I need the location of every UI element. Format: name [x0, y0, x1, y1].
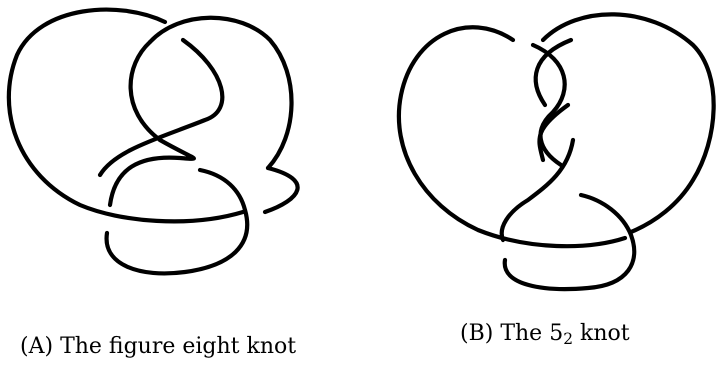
knot-a-strand-top-arc — [147, 15, 294, 171]
knot-a-strand-loop-left — [107, 137, 196, 208]
knot-b-strand-left-lobe — [396, 25, 628, 249]
caption-a-text: The figure eight knot — [60, 334, 297, 359]
caption-a-label: (A) — [20, 334, 54, 359]
knot-a-strand-right-lower — [262, 165, 300, 215]
caption-figure-eight-knot: (A) The figure eight knot — [20, 336, 296, 358]
five-two-knot-diagram — [396, 12, 716, 292]
caption-b-prefix: The — [500, 321, 543, 346]
caption-b-knot-name: 52 — [549, 321, 574, 348]
knot-b-strand-twist-3 — [537, 102, 571, 163]
knot-a-strand-left-lobe — [6, 7, 246, 224]
knot-a-strand-twist-upper — [128, 39, 163, 143]
knot-a-strand-twist-middle — [97, 37, 225, 178]
caption-b-suffix: knot — [580, 321, 630, 346]
caption-b-knot-number: 5 — [549, 321, 564, 346]
caption-b-knot-subscript: 2 — [563, 329, 574, 348]
knot-b-strand-bottom-loop — [502, 192, 637, 292]
knot-b-strand-top-arc — [540, 12, 716, 235]
knot-b-strand-twist-4 — [499, 137, 576, 243]
figure-eight-knot-diagram — [6, 7, 300, 276]
knot-b-strand-twist-1 — [533, 37, 574, 108]
caption-b-label: (B) — [460, 321, 494, 346]
knot-a-strand-bottom-loop — [104, 167, 250, 276]
knot-b-strand-twist-2 — [530, 42, 567, 168]
caption-five-two-knot: (B) The 52 knot — [460, 321, 630, 348]
